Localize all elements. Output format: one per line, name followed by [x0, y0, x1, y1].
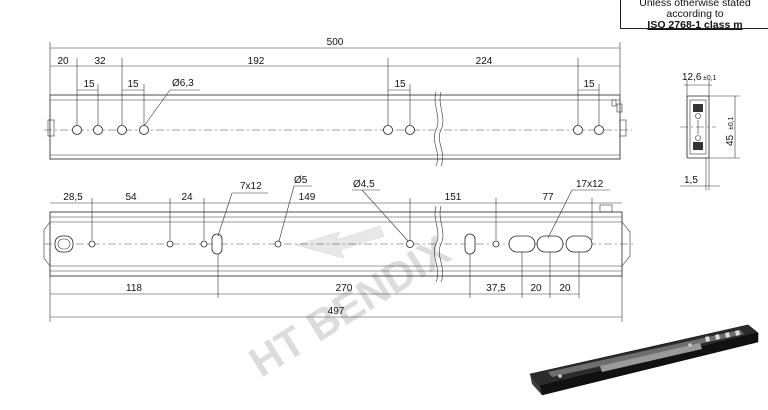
leader-d63: [143, 89, 171, 127]
dim-32: 32: [94, 56, 106, 67]
side-view: 12,6 ±0,1 45 ±0,1 1,5: [680, 72, 740, 190]
bottom-hole: [88, 240, 96, 248]
bottom-slot-7x12: [464, 233, 476, 255]
top-hole: [117, 125, 127, 135]
rail-3d-illustration: [529, 324, 759, 396]
dim-20: 20: [57, 56, 69, 67]
profile-height: 45: [725, 134, 736, 146]
leader-7x12: [217, 192, 233, 237]
bottom-hole: [406, 240, 414, 248]
profile-width-tol: ±0,1: [703, 75, 717, 82]
dim-151: 151: [445, 192, 462, 203]
dim-pitch-15: 15: [127, 79, 139, 90]
bottom-slot-7x12: [211, 233, 223, 255]
callout-7x12: 7x12: [240, 181, 262, 192]
tolerance-line-2: according to: [666, 8, 724, 20]
dim-118: 118: [126, 283, 142, 294]
dim-500: 500: [327, 37, 344, 48]
dim-37-5: 37,5: [486, 283, 506, 294]
bottom-hole: [166, 240, 174, 248]
watermark-text: HT BENDIX: [241, 226, 458, 386]
bottom-break-mark: [434, 205, 439, 283]
bottom-slot-17x12: [565, 235, 593, 253]
dim-pitch-15: 15: [583, 79, 595, 90]
bottom-slot-17x12: [508, 235, 536, 253]
watermark-arrow: [294, 225, 385, 259]
dim-224: 224: [476, 56, 493, 67]
dim-497: 497: [328, 306, 345, 317]
top-view: 500 20 32 192 224 15 15 15 15 Ø6,3: [44, 37, 632, 167]
top-hole: [383, 125, 393, 135]
callout-d5: Ø5: [294, 175, 308, 186]
dim-28-5: 28,5: [63, 192, 83, 203]
top-hole: [93, 125, 103, 135]
tolerance-note: Unless otherwise stated according to ISO…: [620, 0, 768, 31]
bottom-hole: [200, 240, 208, 248]
top-hole: [139, 125, 149, 135]
callout-17x12: 17x12: [576, 179, 604, 190]
dim-149: 149: [299, 192, 316, 203]
leader-d5: [278, 185, 295, 242]
dim-20b: 20: [559, 283, 571, 294]
tolerance-line-3: ISO 2768-1 class m: [647, 19, 743, 31]
top-hole: [573, 125, 583, 135]
dim-pitch-15: 15: [83, 79, 95, 90]
bottom-hole: [492, 240, 500, 248]
callout-d45: Ø4,5: [353, 179, 375, 190]
bottom-end-slot: [54, 235, 74, 253]
bottom-view: 28,5 54 24 149 151 77 7x12 Ø5 Ø4,5 17x12…: [43, 175, 636, 322]
top-rail-stop: [616, 103, 623, 113]
tolerance-line-1: Unless otherwise stated: [639, 0, 751, 9]
dim-pitch-15: 15: [394, 79, 406, 90]
dim-192: 192: [248, 56, 265, 67]
top-break-mark: [434, 91, 439, 167]
dim-24: 24: [181, 192, 193, 203]
dim-20a: 20: [530, 283, 542, 294]
bottom-hole: [274, 240, 282, 248]
top-hole: [405, 125, 415, 135]
dim-54: 54: [125, 192, 137, 203]
leader-d45: [361, 189, 409, 242]
leader-17x12: [547, 189, 573, 239]
top-rail-outline: [49, 94, 621, 160]
dim-270: 270: [336, 283, 353, 294]
profile-thickness: 1,5: [684, 175, 698, 186]
dim-77: 77: [542, 192, 554, 203]
dim-hole-diameter: Ø6,3: [172, 78, 194, 89]
profile-width: 12,6: [682, 72, 702, 83]
bottom-slot-17x12: [536, 235, 564, 253]
top-hole: [72, 125, 82, 135]
top-hole: [594, 125, 604, 135]
profile-height-tol: ±0,1: [728, 116, 735, 130]
watermark: HT BENDIX: [241, 226, 458, 386]
